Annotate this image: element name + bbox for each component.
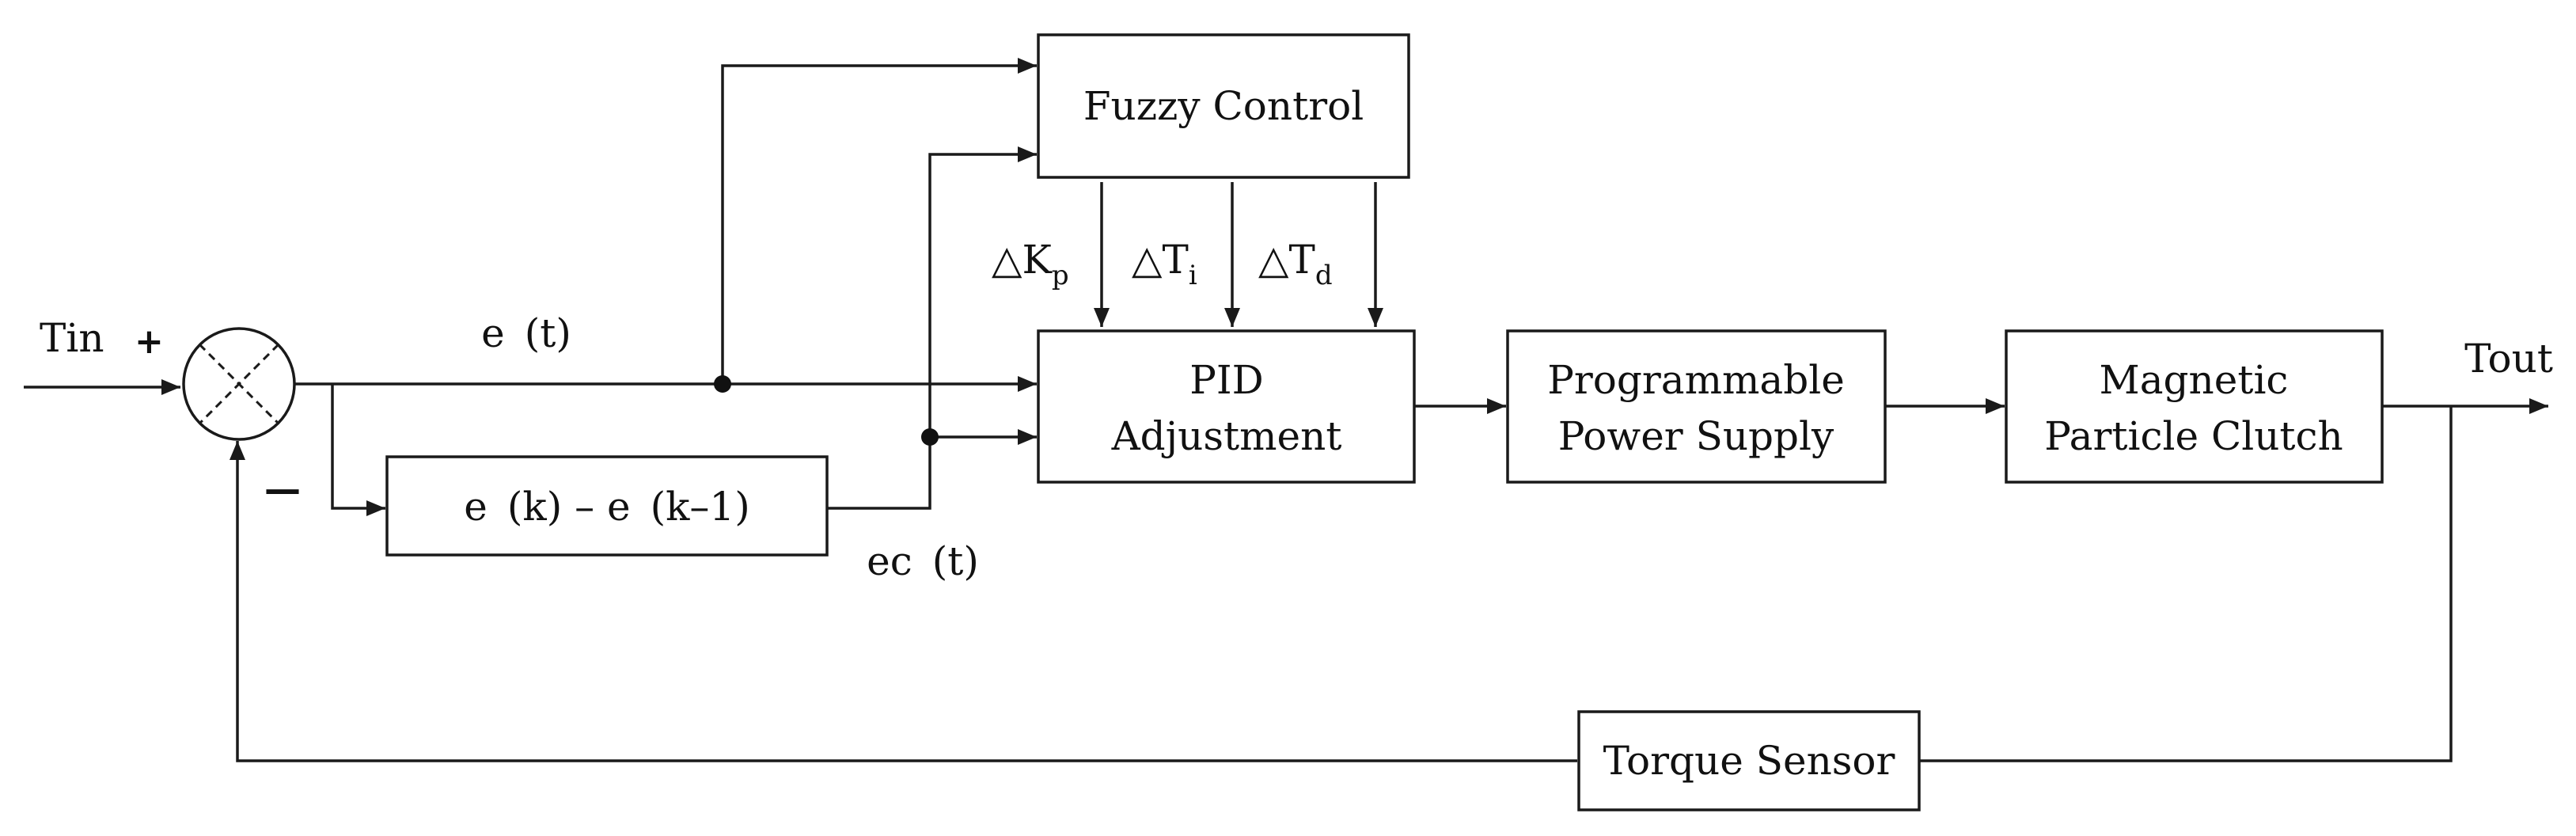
svg-text:△Kp: △Kp [992, 237, 1069, 291]
delta-symbol: △ [1132, 237, 1163, 283]
delta-symbol: △ [1258, 237, 1289, 283]
fuzzy-control-label: Fuzzy Control [1083, 83, 1364, 129]
feedback-wire [230, 441, 1577, 762]
particle-clutch-label: Particle Clutch [2044, 413, 2343, 459]
ec-to-fuzzy-wire [827, 146, 1037, 510]
pid-adjustment-block: PID Adjustment [1037, 329, 1416, 484]
summing-junction [182, 327, 296, 441]
ec-branch-dot [921, 428, 939, 446]
programmable-power-supply-block: Programmable Power Supply [1506, 329, 1887, 484]
connection-wires [24, 58, 2548, 762]
difference-label: e (k) – e (k–1) [464, 484, 749, 530]
error-branch-dot [714, 375, 731, 393]
svg-text:△Td: △Td [1258, 237, 1333, 291]
delta-td-label: △Td [1258, 237, 1333, 291]
delta-symbol: △ [992, 237, 1022, 283]
input-label: Tin [40, 315, 104, 361]
fuzzy-control-block: Fuzzy Control [1037, 33, 1410, 179]
plus-sign: + [135, 321, 164, 362]
output-label: Tout [2464, 336, 2553, 382]
torque-sensor-label: Torque Sensor [1603, 738, 1895, 784]
programmable-label: Programmable [1547, 357, 1845, 403]
magnetic-label: Magnetic [2100, 357, 2289, 403]
delta-kp-label: △Kp [992, 237, 1069, 291]
output-to-sensor-wire [1919, 406, 2453, 762]
svg-text:△Ti: △Ti [1132, 237, 1197, 291]
power-supply-label: Power Supply [1558, 413, 1834, 459]
magnetic-particle-clutch-block: Magnetic Particle Clutch [2005, 329, 2384, 484]
adjustment-label: Adjustment [1111, 413, 1342, 459]
pid-label: PID [1189, 357, 1263, 403]
difference-block: e (k) – e (k–1) [385, 455, 829, 557]
minus-sign: — [264, 468, 301, 511]
error-change-signal-label: ec (t) [867, 538, 979, 584]
torque-sensor-block: Torque Sensor [1577, 710, 1921, 811]
error-signal-label: e (t) [481, 310, 571, 356]
error-to-difference-wire [331, 384, 385, 516]
error-to-fuzzy-wire [721, 58, 1037, 384]
delta-ti-label: △Ti [1132, 237, 1197, 291]
